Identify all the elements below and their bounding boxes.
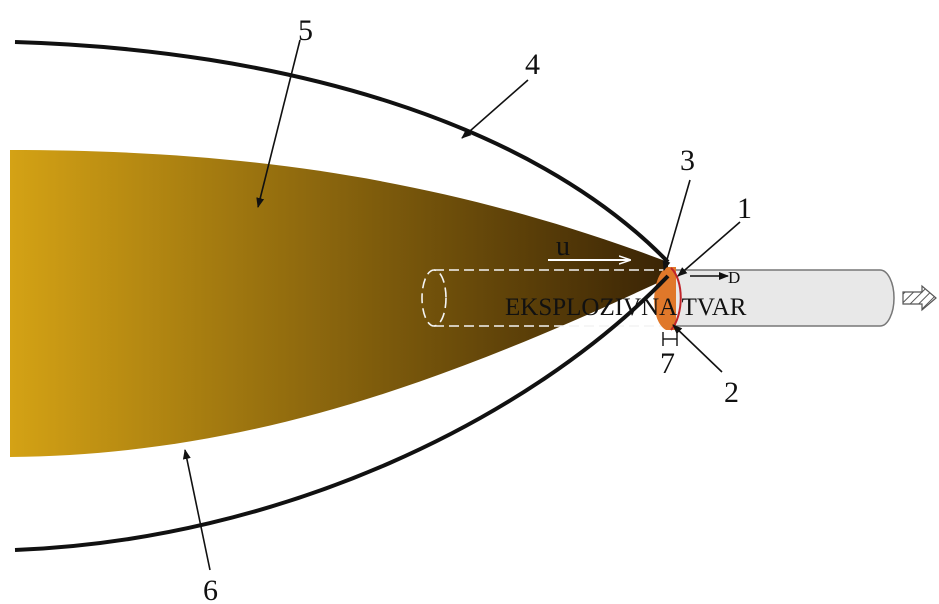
leader-arrow-3 [662,179,691,271]
air-shock-wave-lower [14,274,670,552]
leader-arrow-1 [677,221,741,277]
label-1: 1 [737,192,752,225]
consumed-charge-end-ellipse [421,269,447,327]
leader-arrow-2 [672,324,723,373]
explosive-label: EKSPLOZIVNA TVAR [505,294,747,321]
label-4: 4 [525,48,540,81]
label-2: 2 [724,376,739,409]
leader-arrow-5 [256,39,301,208]
leader-arrow-4 [461,79,529,139]
label-7: 7 [660,347,675,380]
leader-arrow-6 [182,449,211,571]
detonation-products-region [10,150,668,457]
label-6: 6 [203,574,218,604]
velocity-d-label: D [728,268,740,287]
explosive-charge [671,269,895,327]
air-shock-wave-upper [14,40,670,264]
velocity-u-label: u [556,231,570,262]
label-5: 5 [298,14,313,47]
label-3: 3 [680,144,695,177]
propagation-arrow [902,284,937,312]
